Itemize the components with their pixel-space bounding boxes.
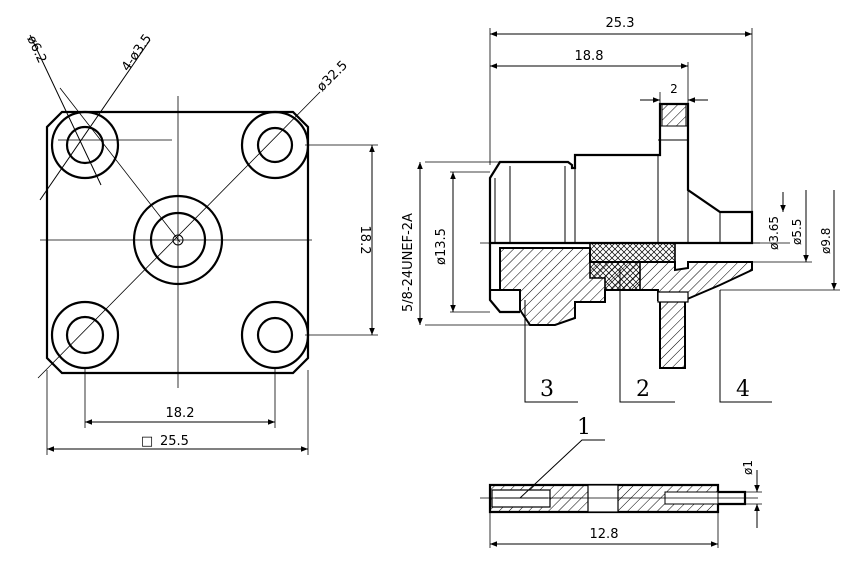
text-thread-spec: 5/8-24UNEF-2A bbox=[401, 213, 416, 312]
text-outer-dia: ø9.8 bbox=[819, 228, 833, 254]
center-connector bbox=[132, 194, 224, 286]
callout-3: 3 bbox=[540, 377, 554, 402]
text-counterbore: ø6.2 bbox=[23, 33, 49, 65]
pin-view: 1 12.8 ø1 bbox=[480, 415, 762, 548]
side-view: 3 2 4 25.3 18.8 2 ø3.65 ø5.5 ø9.8 5/8-24… bbox=[401, 16, 840, 403]
callout-2: 2 bbox=[636, 377, 650, 402]
front-view: 18.2 18.2 25.5 □ ø32.5 4-ø3.5 ø6.2 bbox=[23, 32, 378, 455]
text-overall-length: 25.3 bbox=[606, 16, 635, 31]
text-side-pitch: 18.2 bbox=[357, 226, 372, 255]
flange-outline bbox=[45, 110, 310, 375]
text-bolt-circle: ø32.5 bbox=[314, 58, 351, 95]
mount-hole-tl bbox=[50, 110, 120, 180]
square-symbol: □ bbox=[141, 434, 153, 449]
text-body-length: 18.8 bbox=[575, 49, 604, 64]
mount-hole-br bbox=[240, 300, 310, 370]
body-upper-outline bbox=[488, 102, 754, 245]
leader-3 bbox=[524, 300, 578, 403]
gasket-slot bbox=[657, 291, 689, 303]
body-lower-outline bbox=[488, 243, 520, 314]
text-hole-spec: 4-ø3.5 bbox=[119, 32, 155, 75]
leader-4 bbox=[719, 290, 772, 403]
text-bottom-pitch: 18.2 bbox=[166, 406, 195, 421]
pin-neck bbox=[587, 484, 619, 513]
leader-1 bbox=[519, 439, 605, 499]
text-insulator-dia: ø5.5 bbox=[790, 219, 804, 245]
text-flange-thickness: 2 bbox=[670, 82, 678, 96]
text-pin-length: 12.8 bbox=[590, 527, 619, 542]
text-thread-dia: ø13.5 bbox=[434, 228, 449, 265]
insulator-section bbox=[589, 242, 676, 291]
text-body-width: 25.5 bbox=[160, 434, 189, 449]
leader-hole-spec bbox=[39, 39, 151, 201]
callout-4: 4 bbox=[736, 377, 750, 402]
leader-2 bbox=[619, 268, 675, 403]
callout-1: 1 bbox=[577, 415, 591, 440]
mount-hole-tr bbox=[240, 110, 310, 180]
diag-tl bbox=[59, 87, 181, 243]
flange-top-hatch bbox=[661, 103, 687, 127]
mount-hole-bl bbox=[50, 300, 120, 370]
text-pin-dia: ø3.65 bbox=[767, 216, 781, 250]
text-tip-dia: ø1 bbox=[741, 460, 755, 475]
leader-counterbore bbox=[29, 34, 102, 186]
